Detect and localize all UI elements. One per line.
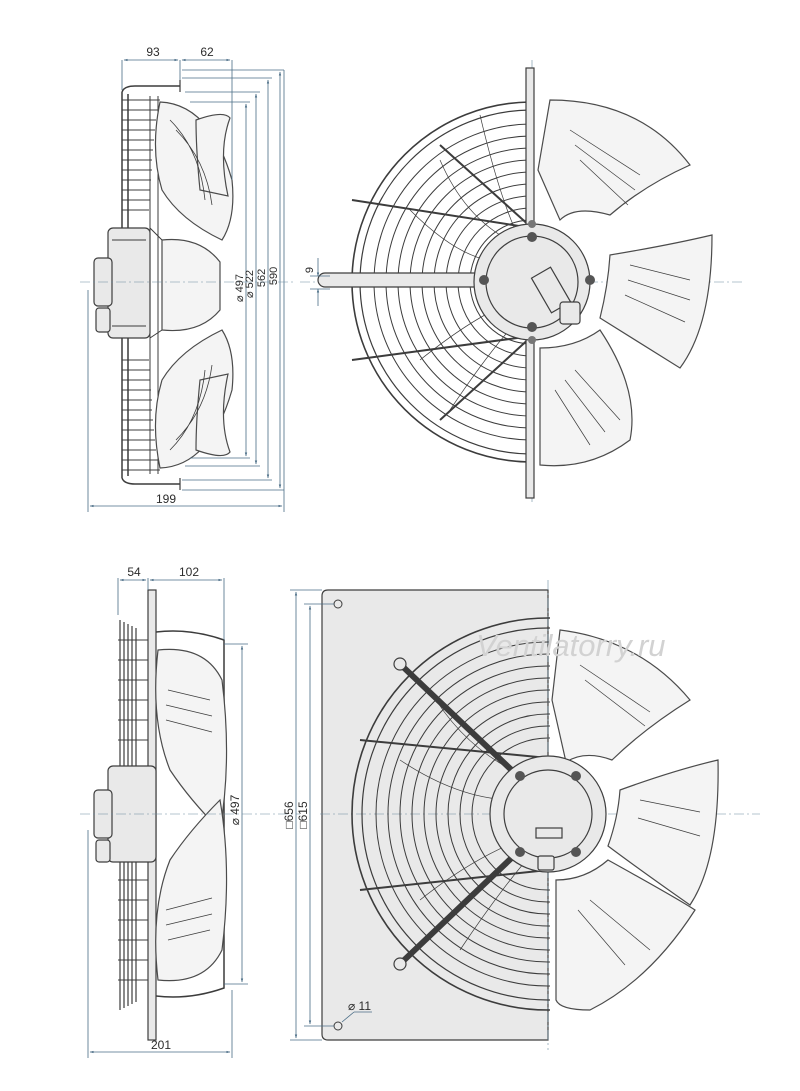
front-hub <box>473 220 595 344</box>
dim-top-diameter-590: 590 <box>268 267 280 285</box>
dim-top-width-left: 93 <box>146 45 160 59</box>
dim-plate-outer: □656 <box>282 801 296 829</box>
dim-top-width-right: 62 <box>200 45 214 59</box>
watermark-text: Ventilatorry.ru <box>476 628 666 663</box>
dim-top-diameter-522: ⌀ 522 <box>244 270 256 298</box>
dim-plate-inner: □615 <box>296 801 310 829</box>
side-motor <box>93 227 163 339</box>
bottom-front-hub <box>489 755 607 873</box>
dim-bottom-width-right: 102 <box>179 565 199 579</box>
bottom-side-dimensions: 54 102 201 ⌀ 497 <box>80 565 300 1058</box>
dim-bottom-width-left: 54 <box>127 565 141 579</box>
top-front-view: 9 <box>300 60 745 505</box>
bottom-front-view: □656 □615 ⌀ 11 <box>282 580 760 1050</box>
dim-bottom-diameter: ⌀ 497 <box>228 794 242 825</box>
mounting-plate <box>321 589 549 1041</box>
top-side-view: 93 62 199 ⌀ 497 ⌀ 522 562 590 <box>80 45 295 512</box>
bottom-front-dimensions: □656 □615 ⌀ 11 <box>282 589 372 1041</box>
dim-top-diameter-562: 562 <box>256 269 268 287</box>
bottom-side-view: 54 102 201 ⌀ 497 <box>80 565 300 1058</box>
dim-bottom-total-depth: 201 <box>151 1038 171 1052</box>
top-front-dimensions: 9 <box>304 258 330 306</box>
dim-bottom-hole: ⌀ 11 <box>348 999 371 1013</box>
dim-top-diameter-497: ⌀ 497 <box>234 274 246 302</box>
front-impeller <box>537 99 713 467</box>
dim-top-hole: 9 <box>304 267 316 273</box>
top-side-dimensions: 93 62 199 ⌀ 497 ⌀ 522 562 590 <box>80 45 295 512</box>
bottom-front-guard-grille <box>351 617 550 1011</box>
bottom-front-impeller <box>551 629 719 1011</box>
bottom-side-blades <box>155 648 228 982</box>
bottom-side-motor <box>93 765 157 863</box>
dim-top-total-depth: 199 <box>156 492 176 506</box>
side-blades <box>154 101 234 469</box>
bottom-front-struts <box>359 657 549 971</box>
